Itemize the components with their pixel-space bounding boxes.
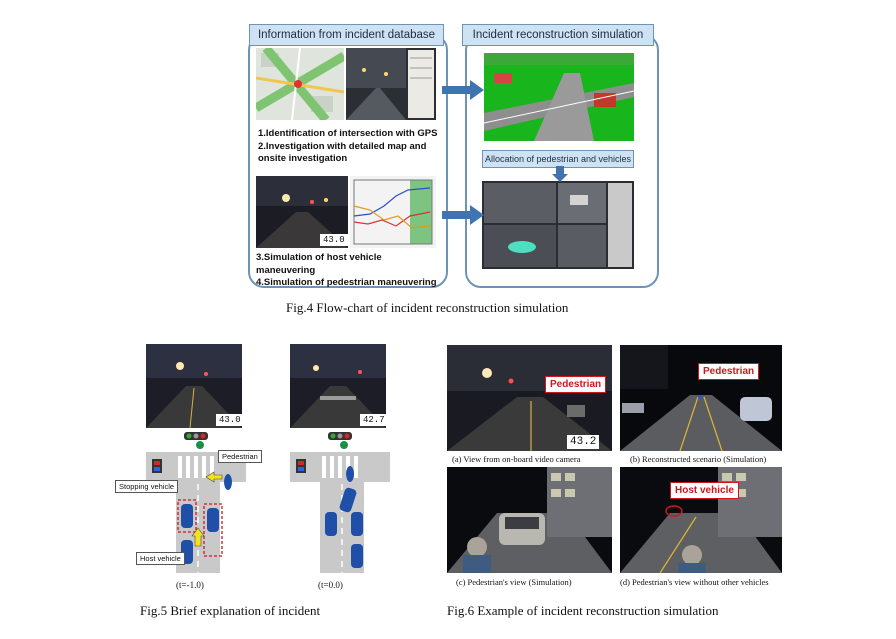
fig6-caption: Fig.6 Example of incident reconstruction…	[447, 603, 719, 618]
gps-map-image	[256, 48, 344, 120]
step-4: 4.Simulation of pedestrian maneuvering	[256, 277, 437, 288]
fig6-a-pedestrian-label: Pedestrian	[545, 376, 607, 393]
fig5-stopping-vehicle-tag: Stopping vehicle	[115, 480, 179, 493]
fig6-caption-b: (b) Reconstructed scenario (Simulation)	[630, 454, 767, 464]
fig5-road-diagram-right	[290, 432, 390, 573]
flow-arrow-down	[552, 166, 568, 182]
fig5-caption: Fig.5 Brief explanation of incident	[140, 603, 321, 618]
fig5-host-vehicle-tag: Host vehicle	[136, 552, 185, 565]
fig5-time-left: 43.0	[216, 414, 242, 426]
fig4-left-header: Information from incident database	[249, 24, 444, 46]
step-1: 1.Identification of intersection with GP…	[258, 128, 438, 139]
onboard-camera-image: 43.0	[256, 176, 348, 248]
fig5-t-left: (t=-1.0)	[176, 580, 204, 590]
simulation-3d-scene	[484, 53, 634, 141]
fig4-caption: Fig.4 Flow-chart of incident reconstruct…	[286, 300, 569, 315]
fig6-image-a: 43.2	[447, 345, 612, 451]
maneuver-plot-image	[350, 176, 436, 248]
fig6-a-time: 43.2	[567, 435, 600, 449]
flow-arrow-bottom	[442, 205, 484, 225]
fig6-b-pedestrian-label: Pedestrian	[698, 363, 760, 380]
fig6-image-b	[620, 345, 782, 451]
fig5-pedestrian-tag: Pedestrian	[218, 450, 262, 463]
fig6-d-host-vehicle-label: Host vehicle	[670, 482, 739, 499]
fig4-steps-bottom: 3.Simulation of host vehicle maneuvering…	[256, 252, 442, 290]
flow-arrow-top	[442, 80, 484, 100]
fig6-caption-d: (d) Pedestrian's view without other vehi…	[620, 577, 769, 587]
fig5-time-right: 42.7	[360, 414, 386, 426]
fig5-road-diagram-left	[146, 432, 246, 573]
fig4-steps-top: 1.Identification of intersection with GP…	[258, 128, 444, 166]
fig6-caption-a: (a) View from on-board video camera	[452, 454, 581, 464]
fig6-image-c	[447, 467, 612, 573]
allocation-3d-editor	[482, 181, 634, 269]
fig5-camera-right: 42.7	[290, 344, 386, 428]
fig5-camera-left: 43.0	[146, 344, 242, 428]
fig5-t-right: (t=0.0)	[318, 580, 343, 590]
fig4-right-header: Incident reconstruction simulation	[462, 24, 654, 46]
onsite-photo	[346, 48, 436, 120]
camera-time-readout: 43.0	[320, 234, 348, 246]
fig6-caption-c: (c) Pedestrian's view (Simulation)	[456, 577, 572, 587]
step-2: 2.Investigation with detailed map and on…	[258, 140, 427, 165]
step-3: 3.Simulation of host vehicle maneuvering	[256, 252, 382, 276]
